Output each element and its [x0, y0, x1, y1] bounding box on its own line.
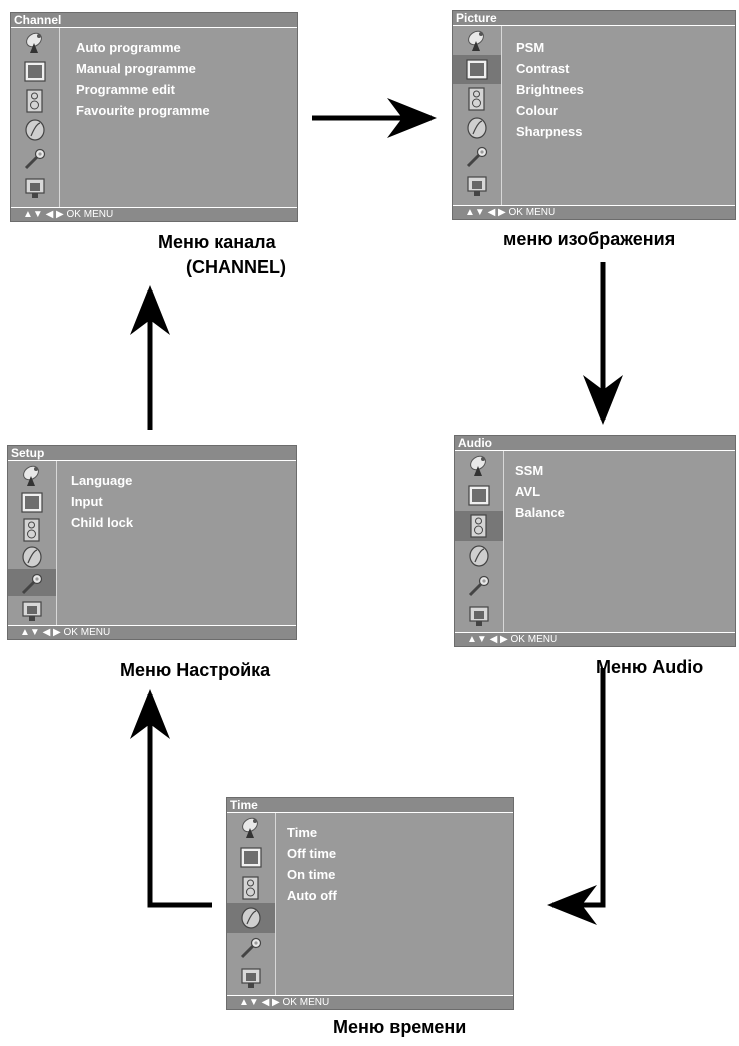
menu-item[interactable]: On time — [287, 867, 336, 882]
channel-menu: Channel Auto programme Manual programme … — [10, 12, 298, 222]
arrow-audio-to-time — [547, 668, 606, 925]
menu-footer-hint: ▲▼ ◀ ▶ OK MENU — [453, 205, 735, 219]
lock-tv-icon[interactable] — [455, 601, 503, 631]
menu-item[interactable]: SSM — [515, 463, 544, 478]
menu-title: Time — [227, 798, 513, 813]
menu-items: SSM AVL Balance — [515, 460, 565, 523]
menu-icon-column — [11, 28, 60, 207]
lock-tv-icon[interactable] — [11, 173, 59, 202]
picture-screen-icon[interactable] — [453, 55, 501, 84]
menu-item[interactable]: Colour — [516, 103, 558, 118]
wrench-icon[interactable] — [453, 142, 501, 171]
audio-menu-caption: Меню Audio — [596, 657, 704, 677]
picture-menu: Picture PSM Contrast Brightnees Colour S… — [452, 10, 736, 220]
speaker-icon[interactable] — [11, 86, 59, 115]
clock-icon[interactable] — [227, 903, 275, 933]
menu-items: Time Off time On time Auto off — [287, 822, 337, 906]
speaker-icon[interactable] — [455, 511, 503, 541]
menu-icon-column — [227, 813, 276, 995]
clock-icon[interactable] — [8, 542, 56, 569]
speaker-icon[interactable] — [453, 84, 501, 113]
menu-footer-hint: ▲▼ ◀ ▶ OK MENU — [455, 632, 735, 646]
arrow-time-to-setup — [130, 689, 212, 908]
channel-menu-caption-sub: (CHANNEL) — [186, 257, 286, 277]
menu-item[interactable]: Sharpness — [516, 124, 583, 139]
wrench-icon[interactable] — [455, 571, 503, 601]
wrench-icon[interactable] — [227, 933, 275, 963]
lock-tv-icon[interactable] — [453, 171, 501, 200]
menu-items: Language Input Child lock — [71, 470, 133, 533]
clock-icon[interactable] — [455, 541, 503, 571]
satellite-dish-icon[interactable] — [8, 461, 56, 488]
time-menu-caption: Меню времени — [333, 1017, 467, 1037]
menu-items: Auto programme Manual programme Programm… — [76, 37, 210, 121]
menu-icon-column — [455, 451, 504, 632]
setup-menu-caption: Меню Настройка — [120, 660, 271, 680]
picture-menu-caption: меню изображения — [503, 229, 676, 249]
menu-title: Audio — [455, 436, 735, 451]
menu-item[interactable]: AVL — [515, 484, 541, 499]
menu-item[interactable]: Off time — [287, 846, 337, 861]
clock-icon[interactable] — [11, 115, 59, 144]
menu-title: Setup — [8, 446, 296, 461]
menu-footer-hint: ▲▼ ◀ ▶ OK MENU — [11, 207, 297, 221]
speaker-icon[interactable] — [8, 515, 56, 542]
menu-title: Channel — [11, 13, 297, 28]
speaker-icon[interactable] — [227, 873, 275, 903]
menu-item[interactable]: Language — [71, 473, 133, 488]
wrench-icon[interactable] — [11, 144, 59, 173]
menu-item[interactable]: PSM — [516, 40, 545, 55]
menu-item[interactable]: Programme edit — [76, 82, 175, 97]
menu-item[interactable]: Favourite programme — [76, 103, 210, 118]
wrench-icon[interactable] — [8, 569, 56, 596]
menu-items: PSM Contrast Brightnees Colour Sharpness — [516, 37, 584, 142]
time-menu: Time Time Off time On time Auto off ▲▼ ◀… — [226, 797, 514, 1010]
satellite-dish-icon[interactable] — [11, 28, 59, 57]
menu-item[interactable]: Auto programme — [76, 40, 181, 55]
menu-item[interactable]: Manual programme — [76, 61, 196, 76]
menu-item[interactable]: Child lock — [71, 515, 134, 530]
satellite-dish-icon[interactable] — [227, 813, 275, 843]
menu-item[interactable]: Time — [287, 825, 318, 840]
lock-tv-icon[interactable] — [227, 963, 275, 993]
audio-menu: Audio SSM AVL Balance ▲▼ ◀ ▶ OK MENU — [454, 435, 736, 647]
menu-footer-hint: ▲▼ ◀ ▶ OK MENU — [227, 995, 513, 1009]
menu-footer-hint: ▲▼ ◀ ▶ OK MENU — [8, 625, 296, 639]
menu-item[interactable]: Balance — [515, 505, 565, 520]
menu-item[interactable]: Contrast — [516, 61, 570, 76]
menu-icon-column — [453, 26, 502, 205]
menu-item[interactable]: Brightnees — [516, 82, 584, 97]
menu-title: Picture — [453, 11, 735, 26]
picture-screen-icon[interactable] — [8, 488, 56, 515]
satellite-dish-icon[interactable] — [455, 451, 503, 481]
channel-menu-caption: Меню канала — [158, 232, 276, 252]
picture-screen-icon[interactable] — [455, 481, 503, 511]
picture-screen-icon[interactable] — [11, 57, 59, 86]
lock-tv-icon[interactable] — [8, 596, 56, 623]
menu-item[interactable]: Auto off — [287, 888, 337, 903]
menu-item[interactable]: Input — [71, 494, 103, 509]
clock-icon[interactable] — [453, 113, 501, 142]
satellite-dish-icon[interactable] — [453, 26, 501, 55]
menu-icon-column — [8, 461, 57, 625]
picture-screen-icon[interactable] — [227, 843, 275, 873]
setup-menu: Setup Language Input Child lock ▲▼ ◀ ▶ O… — [7, 445, 297, 640]
